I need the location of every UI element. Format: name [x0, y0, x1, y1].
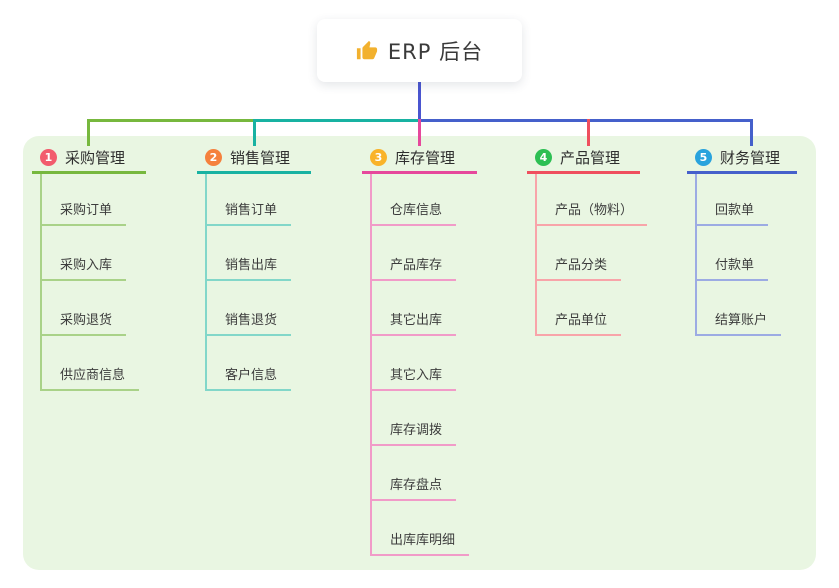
child-node: 其它出库	[372, 281, 469, 336]
child-node-label[interactable]: 供应商信息	[42, 364, 140, 391]
child-node: 销售订单	[207, 174, 292, 226]
branch-node-sales[interactable]: 2 销售管理	[197, 144, 311, 174]
child-node: 回款单	[697, 174, 781, 226]
branch-label: 产品管理	[560, 149, 621, 167]
bus-segment-right	[418, 119, 752, 122]
child-node: 库存盘点	[372, 446, 469, 501]
root-node-label: ERP 后台	[387, 39, 484, 64]
branch-children: 采购订单 采购入库 采购退货 供应商信息	[40, 174, 140, 391]
branch-node-product[interactable]: 4 产品管理	[527, 144, 640, 174]
child-node: 销售退货	[207, 281, 292, 336]
child-node-label[interactable]: 出库库明细	[372, 529, 470, 556]
child-node-label[interactable]: 回款单	[697, 199, 769, 226]
bus-segment-sales	[253, 119, 420, 122]
child-node-label[interactable]: 销售退货	[207, 309, 292, 336]
child-node: 结算账户	[697, 281, 782, 336]
branch-node-inventory[interactable]: 3 库存管理	[362, 144, 477, 174]
branch-badge: 2	[205, 149, 222, 166]
branch-badge: 5	[695, 149, 712, 166]
child-node-label[interactable]: 采购入库	[42, 254, 127, 281]
child-node: 付款单	[697, 226, 781, 281]
child-node-label[interactable]: 付款单	[697, 254, 769, 281]
child-node: 产品分类	[537, 226, 647, 281]
branch-children: 销售订单 销售出库 销售退货 客户信息	[205, 174, 292, 391]
child-node-label[interactable]: 产品（物料）	[537, 199, 648, 226]
branch-label: 采购管理	[65, 149, 126, 167]
child-node-label[interactable]: 其它出库	[372, 309, 457, 336]
child-node: 出库库明细	[372, 501, 470, 556]
child-node: 库存调拨	[372, 391, 469, 446]
child-node-label[interactable]: 销售订单	[207, 199, 292, 226]
child-node-label[interactable]: 客户信息	[207, 364, 292, 391]
child-node: 产品（物料）	[537, 174, 648, 226]
child-node-label[interactable]: 采购订单	[42, 199, 127, 226]
thumbs-up-icon	[356, 40, 378, 62]
child-node: 仓库信息	[372, 174, 469, 226]
child-node-label[interactable]: 产品分类	[537, 254, 622, 281]
branch-badge: 4	[535, 149, 552, 166]
branch-sales: 2 销售管理 销售订单 销售出库 销售退货 客户信息	[197, 144, 311, 391]
child-node: 采购订单	[42, 174, 139, 226]
branch-node-finance[interactable]: 5 财务管理	[687, 144, 797, 174]
branch-finance: 5 财务管理 回款单 付款单 结算账户	[687, 144, 797, 336]
child-node-label[interactable]: 产品单位	[537, 309, 622, 336]
branch-children: 仓库信息 产品库存 其它出库 其它入库 库存调拨 库存盘点 出库库明细	[370, 174, 470, 556]
branch-drop-inventory	[418, 119, 421, 146]
branch-node-purchase[interactable]: 1 采购管理	[32, 144, 146, 174]
branch-inventory: 3 库存管理 仓库信息 产品库存 其它出库 其它入库 库存调拨 库存盘点 出库库…	[362, 144, 477, 556]
branch-product: 4 产品管理 产品（物料） 产品分类 产品单位	[527, 144, 648, 336]
child-node-label[interactable]: 仓库信息	[372, 199, 457, 226]
child-node-label[interactable]: 库存盘点	[372, 474, 457, 501]
branch-drop-product	[587, 119, 590, 146]
child-node: 产品单位	[537, 281, 647, 336]
child-node-label[interactable]: 结算账户	[697, 309, 782, 336]
child-node: 产品库存	[372, 226, 469, 281]
child-node-label[interactable]: 销售出库	[207, 254, 292, 281]
branch-drop-sales	[253, 119, 256, 146]
branch-drop-purchase	[87, 119, 90, 146]
child-node: 采购入库	[42, 226, 139, 281]
branch-label: 销售管理	[230, 149, 291, 167]
branch-drop-finance	[750, 119, 753, 146]
canvas-panel	[23, 136, 816, 570]
child-node-label[interactable]: 采购退货	[42, 309, 127, 336]
branch-children: 产品（物料） 产品分类 产品单位	[535, 174, 648, 336]
bus-segment-purchase	[87, 119, 255, 122]
root-node[interactable]: ERP 后台	[317, 19, 522, 82]
child-node-label[interactable]: 库存调拨	[372, 419, 457, 446]
child-node: 其它入库	[372, 336, 469, 391]
child-node: 销售出库	[207, 226, 292, 281]
child-node-label[interactable]: 产品库存	[372, 254, 457, 281]
branch-label: 财务管理	[720, 149, 781, 167]
branch-purchase: 1 采购管理 采购订单 采购入库 采购退货 供应商信息	[32, 144, 146, 391]
root-connector-line	[418, 82, 421, 122]
child-node: 采购退货	[42, 281, 139, 336]
branch-label: 库存管理	[395, 149, 456, 167]
child-node: 供应商信息	[42, 336, 140, 391]
branch-badge: 1	[40, 149, 57, 166]
branch-children: 回款单 付款单 结算账户	[695, 174, 782, 336]
branch-badge: 3	[370, 149, 387, 166]
child-node-label[interactable]: 其它入库	[372, 364, 457, 391]
child-node: 客户信息	[207, 336, 292, 391]
